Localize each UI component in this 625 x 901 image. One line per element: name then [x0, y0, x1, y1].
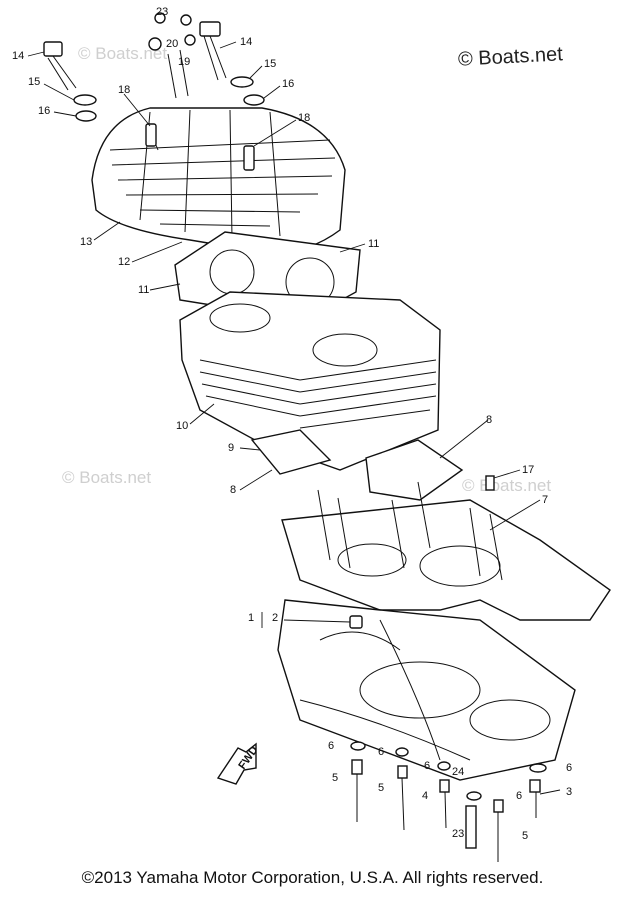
callout-5: 5 [522, 830, 529, 842]
callout-15: 15 [28, 76, 41, 88]
callout-16: 16 [38, 105, 51, 117]
watermark: © Boats.net [78, 44, 168, 63]
callout-10: 10 [176, 420, 189, 432]
watermark: © Boats.net [462, 476, 552, 495]
spark-plug-18 [145, 123, 157, 147]
callout-4: 4 [422, 790, 429, 802]
callout-5: 5 [332, 772, 339, 784]
bolt-14-right [199, 21, 227, 81]
callout-20: 20 [166, 38, 179, 50]
callout-6: 6 [516, 790, 523, 802]
spark-plug-18 [243, 145, 255, 171]
callout-17: 17 [522, 464, 535, 476]
dowel-2 [349, 615, 363, 629]
base-gasket-9 [250, 429, 332, 475]
callout-11: 11 [138, 284, 150, 296]
stud-23 [465, 805, 477, 849]
callout-6: 6 [566, 762, 573, 774]
callout-18: 18 [298, 112, 311, 124]
callout-7: 7 [542, 494, 549, 506]
dowel-17 [485, 475, 495, 491]
callout-14: 14 [240, 36, 253, 48]
callout-15: 15 [264, 58, 277, 70]
leader-lines [27, 41, 561, 795]
gasket-8 [365, 439, 464, 501]
callout-19: 19 [178, 56, 191, 68]
cylinder-head-13 [91, 107, 346, 254]
nut-16 [75, 110, 97, 122]
callout-23: 23 [452, 828, 465, 840]
callout-16: 16 [282, 78, 295, 90]
callout-8: 8 [486, 414, 493, 426]
washer-15 [73, 94, 97, 106]
callout-14: 14 [12, 50, 25, 62]
callout-13: 13 [80, 236, 93, 248]
callout-11: 11 [368, 238, 380, 250]
studs-19-21 [148, 12, 196, 99]
callout-6: 6 [424, 760, 431, 772]
bolt-14-left [43, 41, 77, 91]
fwd-arrow [216, 742, 257, 785]
callout-1: 1 [248, 612, 255, 624]
callout-3: 3 [566, 786, 573, 798]
callout-12: 12 [118, 256, 131, 268]
callout-6: 6 [378, 746, 385, 758]
crankcase-lower-1 [277, 599, 576, 781]
callout-6: 6 [328, 740, 335, 752]
callout-21: 23 [156, 6, 169, 18]
callout-5: 5 [378, 782, 385, 794]
callout-8: 8 [230, 484, 237, 496]
crankcase-upper-7 [281, 481, 611, 621]
callout-18: 18 [118, 84, 131, 96]
washer-15 [230, 76, 254, 88]
callout-24: 24 [452, 766, 465, 778]
callout-9: 9 [228, 442, 235, 454]
bottom-bolts [350, 741, 547, 862]
copyright-footer: ©2013 Yamaha Motor Corporation, U.S.A. A… [81, 868, 544, 887]
nut-16 [243, 94, 265, 106]
watermark: © Boats.net [62, 468, 152, 487]
callout-2: 2 [272, 612, 279, 624]
